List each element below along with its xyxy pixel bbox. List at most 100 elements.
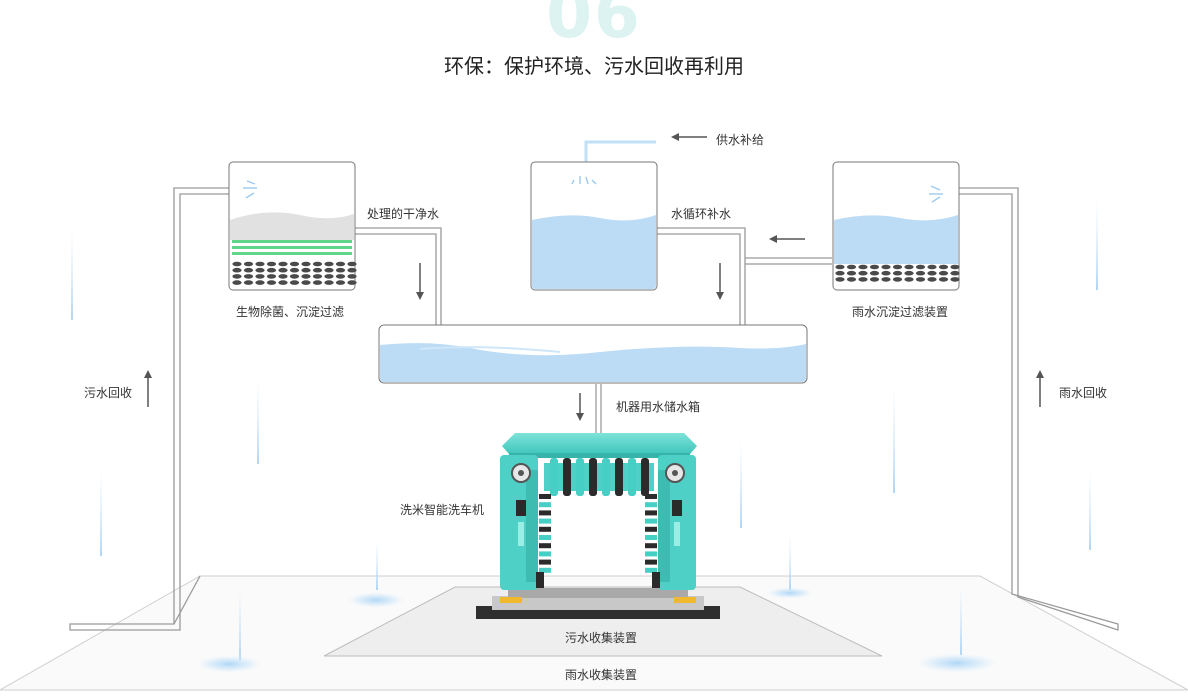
brush-segment <box>589 458 597 496</box>
sediment-pellet <box>312 261 323 267</box>
rain-filter-tank <box>832 161 960 291</box>
sediment-pellet <box>835 270 845 276</box>
sediment-pellet <box>835 264 845 270</box>
brush-segment <box>539 510 551 516</box>
brush-segment <box>539 526 551 532</box>
sediment-pellet <box>324 274 334 279</box>
sediment-pellet <box>904 264 914 270</box>
label-storage: 机器用水储水箱 <box>616 400 701 414</box>
brush-segment <box>563 458 571 496</box>
sediment-pellet <box>289 280 300 285</box>
sediment-pellet <box>301 267 311 273</box>
sediment-pellet <box>266 280 277 285</box>
sediment-pellet <box>892 270 903 276</box>
sediment-pellet <box>347 274 357 279</box>
brush-segment <box>539 494 551 499</box>
sediment-pellet <box>324 261 334 267</box>
sediment-pellet <box>846 264 857 270</box>
sediment-pellet <box>312 274 323 279</box>
sediment-pellet <box>869 270 880 276</box>
label-rain-recycle: 雨水回收 <box>1059 386 1108 400</box>
sediment-pellet <box>289 261 300 267</box>
arrows <box>144 133 1044 421</box>
spray-icon <box>571 176 597 185</box>
top-brush <box>550 458 649 496</box>
sediment-pellet <box>950 264 960 270</box>
side-brush-left <box>539 494 551 573</box>
brush-segment <box>645 502 657 508</box>
brush-segment <box>539 551 551 557</box>
sediment-pellet <box>927 277 937 282</box>
spray-icon <box>243 180 257 199</box>
sediment-pellet <box>266 267 277 273</box>
label-sewage-collect: 污水收集装置 <box>565 631 638 645</box>
storage-down-arrow-icon <box>576 393 584 421</box>
rain-up-arrow-icon <box>1036 370 1044 407</box>
sediment-pellet <box>301 280 311 285</box>
sediment-pellet <box>255 261 265 267</box>
label-clean-water: 处理的干净水 <box>367 207 440 221</box>
label-supply: 供水补给 <box>716 133 765 147</box>
sediment-pellet <box>835 277 845 282</box>
sediment-pellet <box>335 267 346 273</box>
sediment-pellet <box>938 277 949 282</box>
sediment-pellet <box>301 274 311 279</box>
brush-segment <box>539 559 551 565</box>
side-brush-right <box>645 494 657 573</box>
sediment-pellet <box>347 261 357 267</box>
bio-filter-tank <box>228 161 357 291</box>
spray-icon <box>929 185 943 203</box>
sediment-pellet <box>312 280 323 285</box>
brush-segment <box>550 458 558 496</box>
sediment-pellet <box>266 261 277 267</box>
rain-ripples <box>195 587 999 673</box>
page-title: 环保：保护环境、污水回收再利用 <box>444 54 744 78</box>
sediment-pellet <box>335 261 346 267</box>
sediment-pellet <box>324 280 334 285</box>
circ-down-arrow-icon <box>716 263 724 300</box>
brush-segment <box>576 458 584 496</box>
brush-segment <box>641 458 649 496</box>
brush-segment <box>645 518 657 524</box>
label-rain-collect: 雨水收集装置 <box>565 668 638 682</box>
sediment-pellet <box>846 270 857 276</box>
sediment-pellet <box>301 261 311 267</box>
label-circulation: 水循环补水 <box>671 207 732 221</box>
sediment-pellet <box>324 267 334 273</box>
bio-filter-layer <box>232 240 352 255</box>
car-wash-machine <box>476 433 720 619</box>
sediment-pellet <box>266 274 277 279</box>
sediment-pellet <box>950 270 960 276</box>
sediment-pellet <box>278 267 288 273</box>
sediment-pellet <box>858 270 868 276</box>
sediment-pellet <box>232 274 242 279</box>
brush-segment <box>539 502 551 508</box>
storage-tank <box>378 324 808 384</box>
sediment-pellet <box>335 280 346 285</box>
supply-pipe <box>584 140 656 162</box>
brush-segment <box>645 494 657 499</box>
sediment-pellet <box>278 274 288 279</box>
sediment-pellet <box>858 277 868 282</box>
sediment-pellet <box>950 277 960 282</box>
sediment-pellet <box>938 270 949 276</box>
pipes <box>69 187 1119 631</box>
sediment-pellet <box>278 261 288 267</box>
supply-arrow-icon <box>671 133 707 141</box>
sewage-collect-floor <box>323 586 883 657</box>
brush-segment <box>645 526 657 532</box>
brush-segment <box>615 458 623 496</box>
sediment-pellet <box>255 274 265 279</box>
brush-segment <box>645 551 657 557</box>
brush-segment <box>645 567 657 573</box>
sediment-pellet <box>858 264 868 270</box>
clean-down-arrow-icon <box>416 263 424 300</box>
sediment-pellet <box>255 280 265 285</box>
sediment-pellet <box>881 270 891 276</box>
sediment-pellet <box>232 267 242 273</box>
sediment-pellet <box>881 264 891 270</box>
sediment-pellet <box>335 274 346 279</box>
sediment-pellet <box>347 267 357 273</box>
